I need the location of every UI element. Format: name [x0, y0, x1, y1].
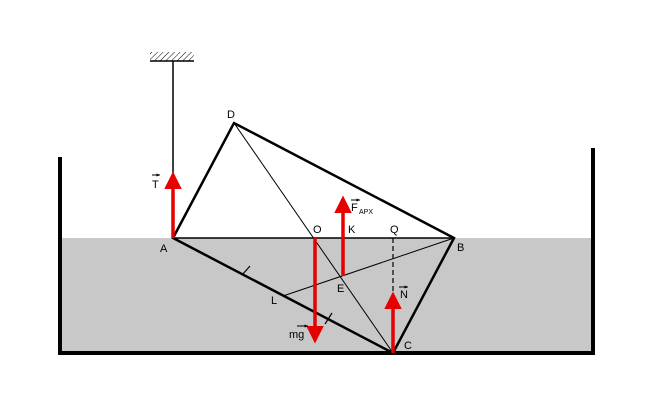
weight-label-text: mg — [289, 329, 304, 341]
label-tension: T — [152, 173, 161, 191]
label-point-d: D — [227, 109, 235, 121]
median-bl — [282, 237, 455, 297]
label-point-b: B — [457, 242, 464, 254]
label-point-l: L — [271, 295, 277, 307]
tick-mark-1 — [241, 265, 251, 276]
tension-label-text: T — [152, 179, 159, 191]
water-region — [60, 238, 593, 353]
label-point-a: A — [160, 243, 168, 255]
label-point-o: O — [313, 224, 322, 236]
label-buoyancy: F APX — [351, 198, 373, 216]
label-point-c: C — [404, 340, 412, 352]
normal-label-text: N — [400, 289, 408, 301]
label-point-e: E — [337, 283, 344, 295]
buoyancy-label-subscript: APX — [359, 209, 373, 216]
buoyancy-label-text: F — [351, 202, 358, 214]
label-point-q: Q — [390, 224, 399, 236]
label-weight: mg — [289, 324, 309, 341]
label-point-k: K — [348, 224, 356, 236]
ceiling-hatch — [150, 52, 194, 61]
label-normal: N — [399, 285, 409, 301]
tick-mark-2 — [324, 312, 333, 325]
